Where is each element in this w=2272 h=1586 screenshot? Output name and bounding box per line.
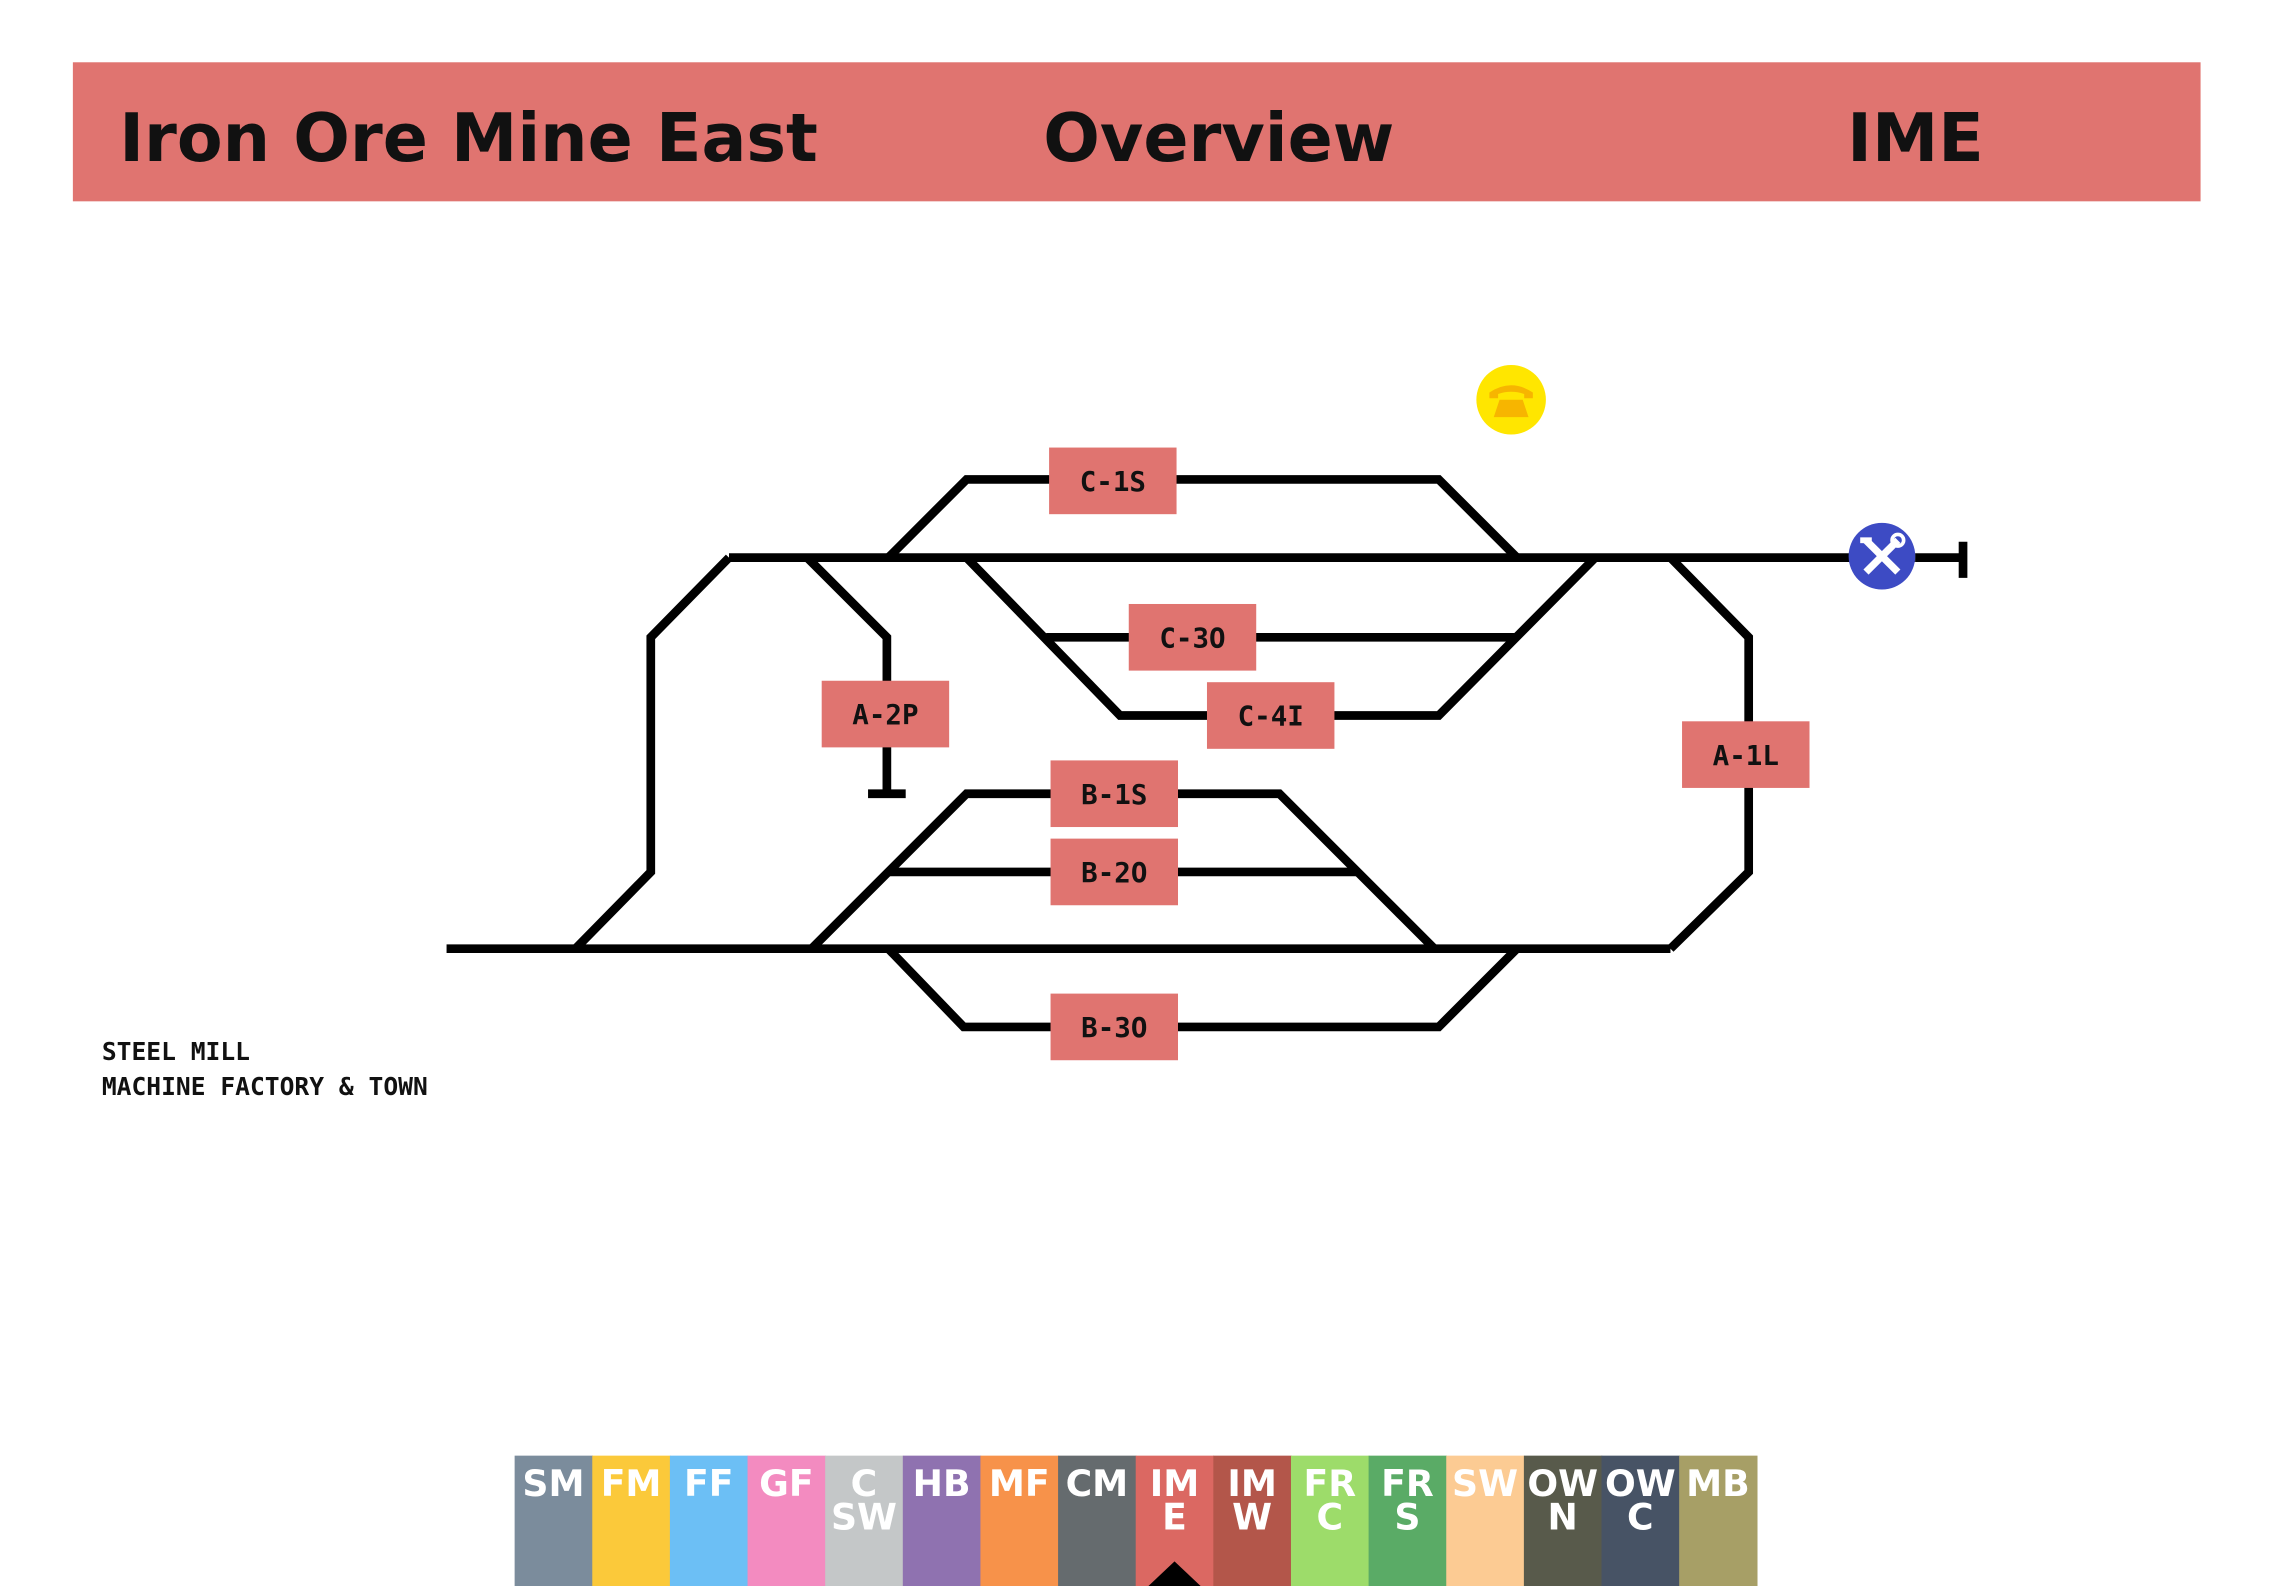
nav-tab-imw[interactable]: IMW bbox=[1213, 1455, 1292, 1586]
svg-text:C-3O: C-3O bbox=[1159, 622, 1225, 654]
nav-tab-sm[interactable]: SM bbox=[514, 1455, 593, 1586]
nav-tab-label: OW bbox=[1605, 1462, 1676, 1505]
track-label-A-1L[interactable]: A-1L bbox=[1682, 721, 1810, 788]
wrench-screwdriver-icon[interactable] bbox=[1848, 522, 1916, 590]
svg-text:B-3O: B-3O bbox=[1081, 1012, 1147, 1044]
nav-tab-cm[interactable]: CM bbox=[1058, 1455, 1137, 1586]
nav-tab-label: W bbox=[1232, 1496, 1272, 1539]
nav-tab-label: FR bbox=[1303, 1462, 1356, 1505]
nav-tab-label: E bbox=[1162, 1496, 1187, 1539]
svg-text:B-1S: B-1S bbox=[1081, 779, 1147, 811]
view-title: Overview bbox=[1043, 99, 1394, 177]
nav-tab-label: FF bbox=[684, 1462, 733, 1505]
nav-tab-owc[interactable]: OWC bbox=[1601, 1455, 1680, 1586]
svg-text:B-2O: B-2O bbox=[1081, 857, 1147, 889]
nav-tab-hb[interactable]: HB bbox=[902, 1455, 982, 1586]
left-loop bbox=[572, 554, 733, 952]
header-bar bbox=[72, 62, 2201, 202]
svg-text:A-2P: A-2P bbox=[852, 699, 918, 731]
track-label-B-3O[interactable]: B-3O bbox=[1050, 993, 1179, 1061]
svg-text:C-1S: C-1S bbox=[1080, 466, 1146, 498]
active-tab-indicator bbox=[1148, 1561, 1201, 1586]
nav-tab-label: MF bbox=[989, 1462, 1050, 1505]
nav-tab-label: SM bbox=[522, 1462, 584, 1505]
nav-tab-label: IM bbox=[1227, 1462, 1277, 1505]
nav-tab-label: CM bbox=[1066, 1462, 1129, 1505]
track-C-1S bbox=[885, 475, 1521, 561]
svg-text:A-1L: A-1L bbox=[1713, 740, 1779, 772]
nav-tab-label: GF bbox=[759, 1462, 813, 1505]
nav-tab-label: OW bbox=[1527, 1462, 1598, 1505]
nav-tab-ff[interactable]: FF bbox=[669, 1455, 749, 1586]
nav-tab-sw[interactable]: SW bbox=[1446, 1455, 1525, 1586]
nav-tab-label: C bbox=[1627, 1496, 1654, 1539]
track-label-C-1S[interactable]: C-1S bbox=[1049, 447, 1177, 515]
svg-text:C-4I: C-4I bbox=[1238, 701, 1304, 733]
nav-tab-mf[interactable]: MF bbox=[980, 1455, 1059, 1586]
nav-tab-label: C bbox=[851, 1462, 878, 1505]
station-name: Iron Ore Mine East bbox=[119, 99, 818, 177]
nav-tab-label: IM bbox=[1150, 1462, 1200, 1505]
track-A-2P bbox=[804, 554, 892, 794]
nav-tab-label: SW bbox=[831, 1496, 897, 1539]
track-label-C-3O[interactable]: C-3O bbox=[1128, 603, 1257, 671]
nav-tab-ime[interactable]: IME bbox=[1135, 1455, 1215, 1586]
destination-machine-factory-town: MACHINE FACTORY & TOWN bbox=[102, 1072, 428, 1101]
nav-tab-label: SW bbox=[1452, 1462, 1518, 1505]
nav-tab-frc[interactable]: FRC bbox=[1290, 1455, 1370, 1586]
nav-tab-label: S bbox=[1394, 1496, 1420, 1539]
track-B-3O bbox=[885, 945, 1521, 1032]
nav-tab-mb[interactable]: MB bbox=[1679, 1455, 1758, 1586]
nav-tab-label: FR bbox=[1381, 1462, 1434, 1505]
destination-steel-mill: STEEL MILL bbox=[102, 1037, 250, 1066]
nav-tab-label: N bbox=[1548, 1496, 1578, 1539]
track-label-B-2O[interactable]: B-2O bbox=[1050, 838, 1179, 906]
nav-tab-own[interactable]: OWN bbox=[1523, 1455, 1603, 1586]
station-code: IME bbox=[1847, 99, 1984, 177]
nav-tab-csw[interactable]: CSW bbox=[825, 1455, 904, 1586]
nav-tab-label: MB bbox=[1686, 1462, 1750, 1505]
nav-tab-gf[interactable]: GF bbox=[747, 1455, 826, 1586]
nav-tab-label: FM bbox=[601, 1462, 662, 1505]
phone-icon[interactable] bbox=[1476, 364, 1546, 435]
nav-tab-frs[interactable]: FRS bbox=[1368, 1455, 1447, 1586]
track-label-B-1S[interactable]: B-1S bbox=[1050, 760, 1179, 828]
track-label-A-2P[interactable]: A-2P bbox=[821, 680, 950, 748]
nav-tab-fm[interactable]: FM bbox=[592, 1455, 671, 1586]
nav-tab-label: C bbox=[1317, 1496, 1344, 1539]
track-label-C-4I[interactable]: C-4I bbox=[1206, 682, 1335, 749]
nav-tab-label: HB bbox=[913, 1462, 971, 1505]
